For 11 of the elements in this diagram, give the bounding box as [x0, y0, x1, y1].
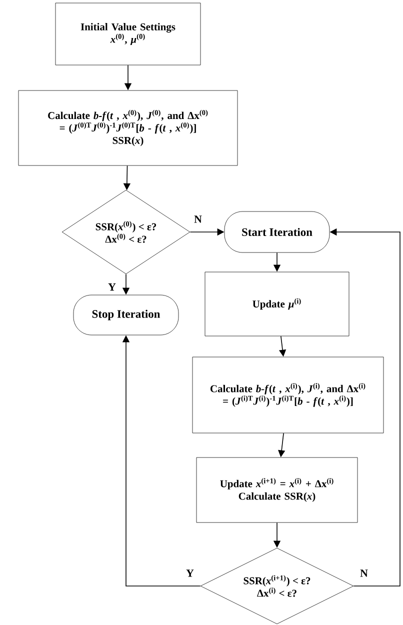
process-box: Update μ$^{(i)}$ [204, 272, 350, 336]
edge-label: Y [107, 282, 117, 292]
terminal-box: Start Iteration [224, 211, 330, 253]
process-box: Calculate b-f(t , x$^{(0)}$), J$^{(0)}$, and Δx$^{(0)}$ = (J$^{(0)T}$J$^{(0)}$)$^{-1}$J$^{(0)T}$[b -f(t , x$^{(0)}$)] SSR(x) [18, 90, 238, 166]
process-box: Calculate b-f(t , x$^{(i)}$), J$^{(i)}$, and Δx$^{(i)}$ = (J$^{(i)T}$J$^{(i)}$)$^{-1}$J$^{(i)T}$[b -f(t , x$^{(i)}$)] [192, 356, 384, 434]
terminal-box: Stop Iteration [73, 294, 179, 336]
edge-label: N [359, 568, 369, 578]
process-box: Initial Value Settings x$^{(0)}$, μ$^{(0)}$ [55, 2, 201, 66]
process-box: Update x$^{(i+1)}$ = x$^{(i)}$ + Δx$^{(i)}$ Calculate SSR(x) [196, 457, 358, 523]
edge-label: N [193, 214, 203, 224]
edge-label: Y [185, 568, 195, 578]
